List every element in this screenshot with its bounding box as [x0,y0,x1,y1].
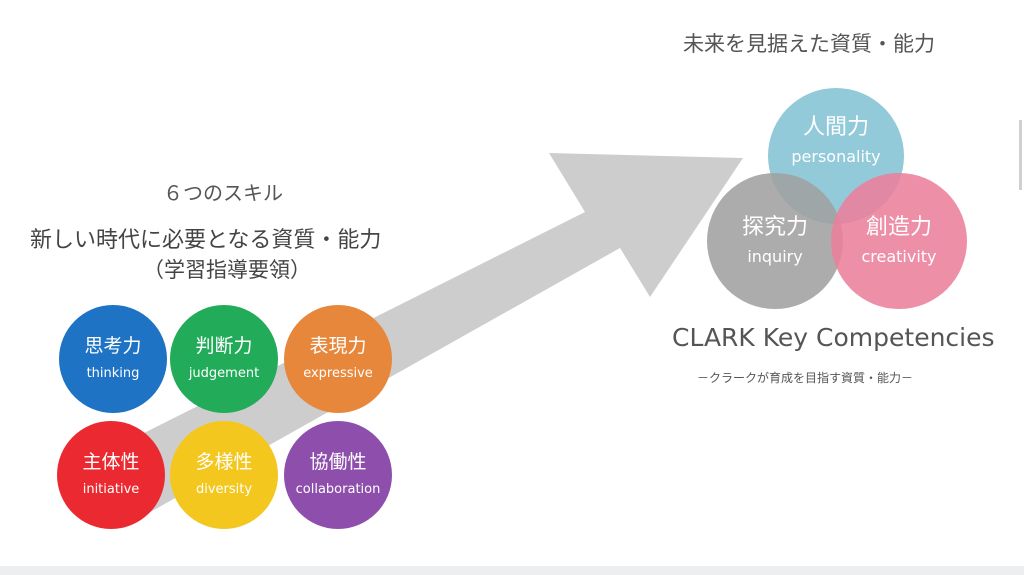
skill-circle-diversity: 多様性 diversity [170,421,278,529]
skill-label-jp: 思考力 [84,335,142,357]
skill-label-en: diversity [195,482,253,497]
competency-label-en: creativity [861,247,937,266]
competency-label-en: inquiry [747,247,803,266]
skill-label-en: initiative [82,482,140,497]
skill-label-jp: 判断力 [195,335,253,357]
competency-circle-creativity: 創造力 creativity [831,173,967,309]
growth-arrow-shape [100,153,743,515]
scrollbar-thumb[interactable] [1019,120,1022,190]
skill-label-en: expressive [303,366,373,381]
skill-label-jp: 表現力 [309,335,367,357]
skills-source: （学習指導要領） [143,258,311,282]
competency-label-jp: 探究力 [741,215,808,240]
skill-label-jp: 多様性 [195,451,253,473]
skill-circle-expressive: 表現力 expressive [284,305,392,413]
competency-circle-inquiry: 探究力 inquiry [707,173,843,309]
skills-title: ６つのスキル [163,181,283,205]
clark-subtitle: －クラークが育成を目指す資質・能力－ [697,371,914,385]
skill-circle-initiative: 主体性 initiative [57,421,165,529]
skill-label-en: judgement [188,366,260,381]
clark-title: CLARK Key Competencies [672,323,995,352]
skill-circle-collaboration: 協働性 collaboration [284,421,392,529]
skill-circle-judgement: 判断力 judgement [170,305,278,413]
skill-label-jp: 主体性 [82,451,140,473]
competency-label-jp: 人間力 [802,115,869,140]
skill-label-en: thinking [86,366,140,381]
bottom-bar [0,566,1024,575]
future-title: 未来を見据えた資質・能力 [683,32,935,56]
competency-label-en: personality [791,147,881,166]
skill-label-en: collaboration [295,482,381,497]
competency-label-jp: 創造力 [865,215,932,240]
skill-label-jp: 協働性 [309,451,367,473]
skill-circle-thinking: 思考力 thinking [59,305,167,413]
skills-heading: 新しい時代に必要となる資質・能力 [30,228,382,253]
